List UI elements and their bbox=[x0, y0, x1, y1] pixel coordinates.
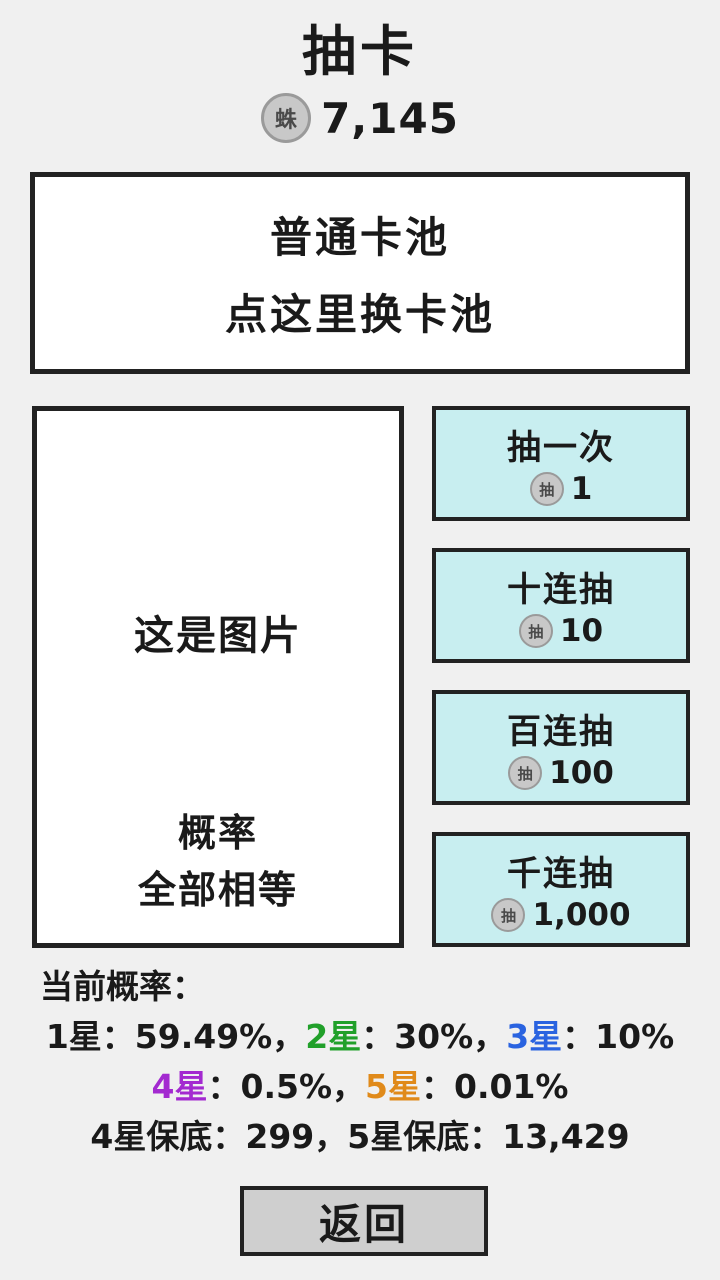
star2-label: 2星 bbox=[305, 1017, 362, 1057]
draw-thousand-cost-value: 1,000 bbox=[532, 897, 631, 933]
star5-value: ：0.01% bbox=[420, 1067, 569, 1107]
draw-ten-cost-value: 10 bbox=[559, 613, 604, 649]
star4-label: 4星 bbox=[151, 1067, 208, 1107]
card-image-panel: 这是图片 概率 全部相等 bbox=[32, 406, 404, 948]
card-rate-note-line1: 概率 bbox=[177, 811, 258, 855]
rates-line-1: 1星：59.49%，2星：30%，3星：10% bbox=[0, 1012, 720, 1062]
pool-switch-hint: 点这里换卡池 bbox=[224, 290, 495, 339]
star1-label: 1星： bbox=[45, 1017, 135, 1057]
currency-display: 蛛 7,145 bbox=[0, 93, 720, 144]
star2-value: ：30%， bbox=[361, 1017, 507, 1057]
draw-cost-coin-icon: 抽 bbox=[508, 756, 543, 790]
rates-heading: 当前概率： bbox=[40, 967, 205, 1006]
draw-cost-coin-icon: 抽 bbox=[491, 898, 526, 932]
pool-name: 普通卡池 bbox=[269, 213, 450, 262]
currency-coin-icon: 蛛 bbox=[261, 93, 312, 144]
draw-once-button[interactable]: 抽一次 抽 1 bbox=[432, 406, 690, 521]
draw-hundred-cost: 抽 100 bbox=[508, 755, 614, 791]
draw-cost-coin-icon: 抽 bbox=[529, 472, 564, 506]
draw-once-cost-value: 1 bbox=[570, 471, 593, 507]
rates-pity-line: 4星保底：299，5星保底：13,429 bbox=[90, 1117, 630, 1157]
currency-amount: 7,145 bbox=[321, 93, 459, 143]
draw-hundred-cost-value: 100 bbox=[549, 755, 614, 791]
star5-label: 5星 bbox=[365, 1067, 421, 1107]
star1-value: 59.49%， bbox=[134, 1017, 306, 1057]
star4-value: ：0.5%， bbox=[207, 1067, 366, 1107]
star3-label: 3星 bbox=[506, 1017, 563, 1057]
card-rate-note-line2: 全部相等 bbox=[137, 868, 298, 912]
rates-line-2: 4星：0.5%，5星：0.01% bbox=[0, 1062, 720, 1112]
back-button[interactable]: 返回 bbox=[240, 1186, 488, 1256]
draw-hundred-label: 百连抽 bbox=[507, 712, 615, 752]
rates-section: 当前概率： 1星：59.49%，2星：30%，3星：10% 4星：0.5%，5星… bbox=[0, 962, 720, 1163]
card-image-placeholder: 这是图片 bbox=[134, 613, 302, 659]
draw-ten-button[interactable]: 十连抽 抽 10 bbox=[432, 548, 690, 663]
draw-hundred-button[interactable]: 百连抽 抽 100 bbox=[432, 690, 690, 805]
draw-ten-label: 十连抽 bbox=[507, 570, 615, 610]
star3-value: ：10% bbox=[562, 1017, 675, 1057]
card-rate-note: 概率 全部相等 bbox=[37, 805, 399, 919]
pool-selector-button[interactable]: 普通卡池 点这里换卡池 bbox=[30, 172, 690, 374]
draw-cost-coin-icon: 抽 bbox=[518, 614, 553, 648]
draw-ten-cost: 抽 10 bbox=[518, 613, 604, 649]
draw-once-label: 抽一次 bbox=[507, 428, 615, 468]
draw-thousand-label: 千连抽 bbox=[507, 854, 615, 894]
draw-thousand-cost: 抽 1,000 bbox=[491, 897, 631, 933]
page-title: 抽卡 bbox=[302, 20, 418, 83]
draw-once-cost: 抽 1 bbox=[529, 471, 593, 507]
draw-button-column: 抽一次 抽 1 十连抽 抽 10 百连抽 抽 100 千连抽 抽 1,0 bbox=[432, 406, 690, 974]
draw-thousand-button[interactable]: 千连抽 抽 1,000 bbox=[432, 832, 690, 947]
